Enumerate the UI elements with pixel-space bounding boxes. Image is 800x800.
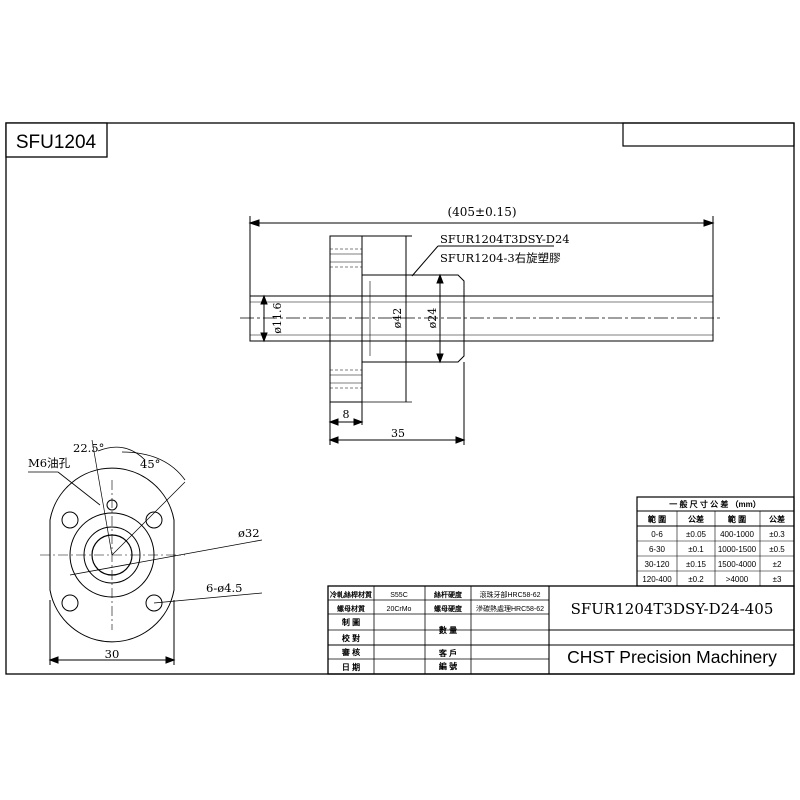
tb-hardness-label: 絲杆硬度 (434, 590, 463, 599)
tolerance-cell: ±2 (773, 560, 782, 569)
nut-diameter-label: ø24 (426, 308, 439, 329)
end-view-flange (49, 467, 175, 643)
bolt-hole (61, 511, 79, 529)
angle-b-label: 45° (140, 457, 160, 471)
tb-nut-hardness-value: 滲碳熱處理HRC58-62 (476, 604, 544, 613)
tolerance-cell: 1500-4000 (718, 560, 757, 569)
tb-approved-label: 審 核 (341, 647, 360, 657)
flange-diameter-label: ø42 (391, 308, 404, 329)
tb-checked-label: 校 對 (342, 633, 360, 643)
tb-company: CHST Precision Machinery (567, 647, 777, 667)
tb-qty-label: 數 量 (439, 625, 457, 635)
tolerance-title: 一 般 尺 寸 公 差 （mm） (669, 499, 761, 509)
tb-nut-hardness-label: 螺母硬度 (434, 604, 463, 613)
header-box-right (622, 122, 795, 147)
nut-length-label: 35 (391, 427, 405, 440)
nut-flange (329, 235, 363, 403)
tolerance-cell: 6-30 (649, 545, 666, 554)
nut-body (361, 274, 465, 363)
tb-part-number: SFUR1204T3DSY-D24-405 (571, 600, 774, 618)
callout-part-line1: SFUR1204T3DSY-D24 (440, 232, 570, 246)
tolerance-cell: 400-1000 (720, 530, 754, 539)
tb-date-label: 日 期 (342, 662, 360, 672)
flange-thickness-label: 8 (343, 408, 350, 421)
tolerance-cell: ±0.15 (686, 560, 707, 569)
bolt-hole (145, 594, 163, 612)
tb-customer-label: 客 戶 (438, 648, 457, 658)
tolerance-cell: 1000-1500 (718, 545, 757, 554)
oil-hole-label: M6油孔 (28, 456, 71, 470)
tolerance-cell: 120-400 (642, 575, 672, 584)
tolerance-table (636, 496, 795, 587)
screw-shaft (249, 295, 714, 342)
tb-material-label: 冷軋絲桿材質 (330, 590, 372, 599)
model-badge-box (5, 122, 108, 158)
tolerance-cell: ±0.5 (769, 545, 785, 554)
bolt-hole (61, 594, 79, 612)
tb-number-label: 編 號 (439, 661, 457, 671)
holes-label: 6-ø4.5 (206, 581, 242, 595)
tolerance-cell: 30-120 (645, 560, 670, 569)
tolerance-cell: ±0.05 (686, 530, 707, 539)
tolerance-cell: ±3 (773, 575, 782, 584)
bolt-circle-label: ø32 (238, 526, 260, 540)
tb-nut-material-label: 螺母材質 (337, 604, 365, 613)
tolerance-header: 範 圍 (728, 514, 746, 524)
title-block (327, 585, 795, 675)
callout-part-line2: SFUR1204-3右旋塑膠 (440, 251, 561, 265)
tolerance-header: 公差 (769, 514, 785, 524)
angle-a-label: 22.5° (73, 441, 104, 455)
end-view (28, 439, 263, 665)
tb-hardness-value: 滾珠牙部HRC58-62 (479, 590, 540, 599)
tolerance-header: 公差 (688, 514, 704, 524)
overall-length-label: (405±0.15) (447, 205, 516, 219)
tolerance-cell: >4000 (726, 575, 749, 584)
bolt-hole (145, 511, 163, 529)
tolerance-header: 範 圍 (648, 514, 666, 524)
width-label: 30 (105, 647, 120, 661)
shaft-diameter-label: ø11.6 (271, 302, 284, 333)
tolerance-cell: ±0.3 (769, 530, 785, 539)
tolerance-cell: 0-6 (651, 530, 663, 539)
tb-drawn-label: 制 圖 (342, 617, 360, 627)
tb-nut-material-value: 20CrMo (387, 606, 412, 613)
main-view (240, 216, 722, 445)
tolerance-cell: ±0.1 (688, 545, 704, 554)
model-badge: SFU1204 (16, 132, 97, 153)
tolerance-cell: ±0.2 (688, 575, 704, 584)
tb-material-value: S55C (390, 592, 408, 599)
